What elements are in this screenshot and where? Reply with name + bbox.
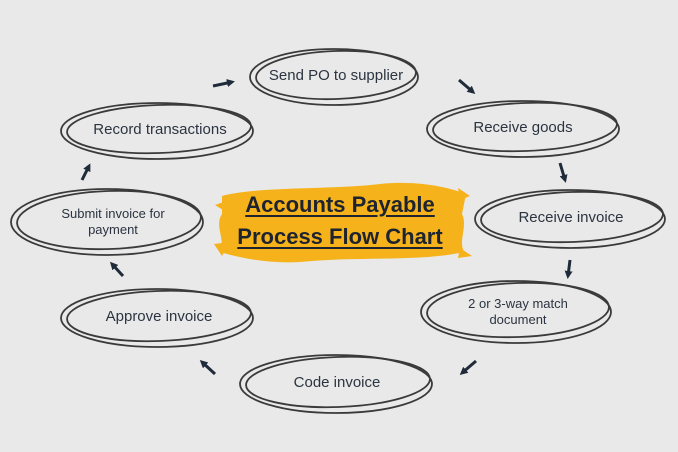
step-match-document-label: 2 or 3-way match document [468, 295, 568, 327]
ellipse-submit-invoice [10, 188, 204, 256]
ellipse-record-transactions [60, 102, 254, 160]
ellipse-code-invoice [239, 354, 433, 414]
ellipse-receive-goods [426, 100, 620, 158]
step-submit-invoice-label: Submit invoice for payment [61, 205, 165, 237]
ellipse-approve-invoice [60, 288, 254, 348]
arrow-icon [558, 162, 568, 183]
step-receive-invoice-label: Receive invoice [518, 208, 624, 226]
ellipse-match-document [420, 280, 612, 344]
title-line-2: Process Flow Chart [237, 224, 443, 249]
step-receive-goods-label: Receive goods [473, 118, 573, 136]
ellipse-send-po [249, 48, 419, 106]
arrow-icon [458, 78, 476, 94]
arrow-icon [212, 79, 235, 88]
step-send-po-label: Send PO to supplier [268, 66, 404, 84]
step-approve-invoice-label: Approve invoice [105, 307, 213, 325]
arrow-icon [199, 359, 217, 376]
arrow-icon [80, 163, 91, 181]
arrow-icon [109, 261, 125, 278]
arrow-icon [459, 359, 477, 375]
title-highlight [214, 182, 472, 263]
ellipse-receive-invoice [474, 189, 666, 249]
arrow-icon [564, 259, 573, 279]
title-line-1: Accounts Payable [245, 192, 435, 218]
chart-title: Accounts Payable Process Flow Chart [212, 182, 468, 260]
step-record-transactions-label: Record transactions [93, 120, 227, 138]
step-code-invoice-label: Code invoice [293, 373, 381, 391]
